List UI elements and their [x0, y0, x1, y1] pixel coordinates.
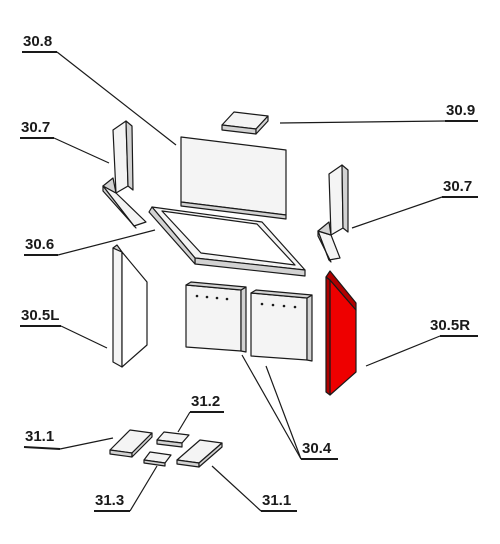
- part-30-7-left: [102, 120, 147, 229]
- label-31-3: 31.3: [95, 492, 124, 509]
- part-31-1-right: [176, 439, 223, 468]
- label-30-5L: 30.5L: [21, 307, 59, 324]
- part-30-4-brick-right: [250, 289, 313, 362]
- part-30-9: [221, 111, 269, 135]
- label-30-4: 30.4: [302, 440, 332, 457]
- label-31-2: 31.2: [191, 393, 220, 410]
- part-31-1-left: [109, 429, 153, 458]
- part-30-5R: [325, 270, 357, 396]
- label-30-9: 30.9: [446, 102, 475, 119]
- leader-lines: [20, 51, 478, 512]
- part-31-3: [143, 451, 172, 467]
- label-30-7-right: 30.7: [443, 178, 472, 195]
- label-30-6: 30.6: [25, 236, 54, 253]
- label-30-8: 30.8: [23, 33, 52, 50]
- label-30-5R: 30.5R: [430, 317, 470, 334]
- label-31-1-left: 31.1: [25, 428, 54, 445]
- part-30-5L: [112, 244, 148, 368]
- part-30-6: [148, 206, 306, 277]
- part-31-2: [156, 431, 190, 448]
- label-31-1-right: 31.1: [262, 492, 291, 509]
- label-30-7-left: 30.7: [21, 119, 50, 136]
- part-30-8: [180, 136, 287, 220]
- part-30-7-right: [317, 164, 349, 263]
- labels: 30.8 30.9 30.7 30.7 30.6 30.5L 30.5R 30.…: [21, 33, 475, 509]
- part-30-4-brick-left: [185, 281, 247, 353]
